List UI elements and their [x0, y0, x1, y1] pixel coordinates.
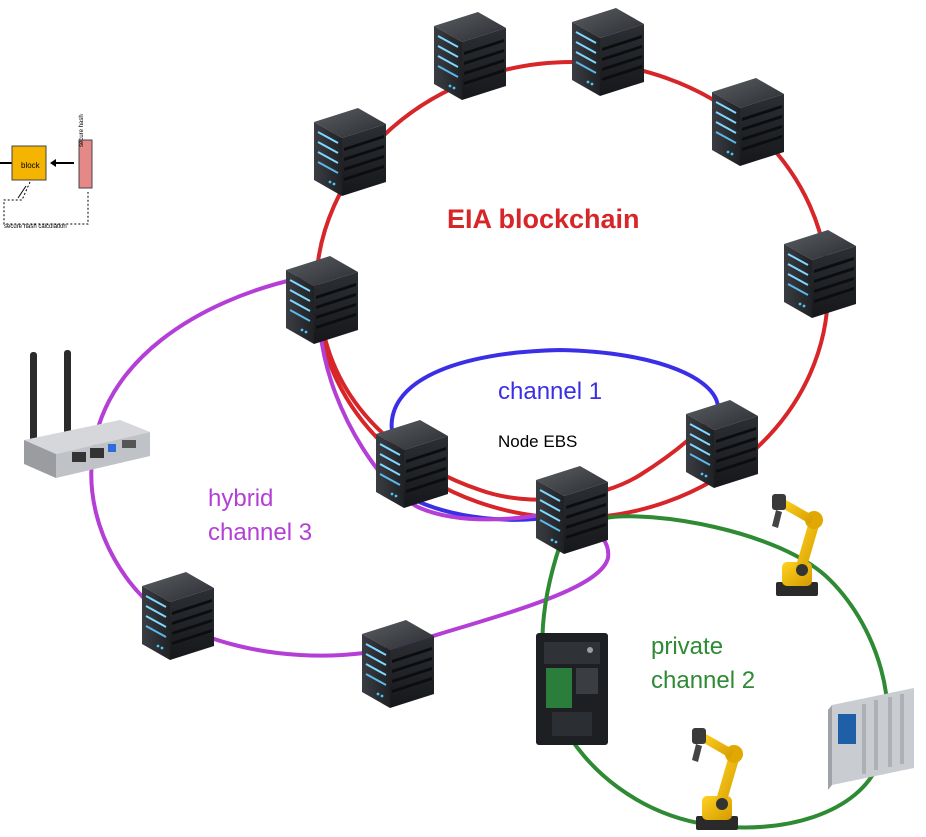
- block-box: [11, 145, 47, 181]
- blockchain-ring-inner: [320, 324, 722, 502]
- server-icon[interactable]: [711, 77, 785, 167]
- private-channel-label: private channel 2: [651, 633, 756, 694]
- server-icon[interactable]: [375, 419, 449, 509]
- server-icon[interactable]: [535, 465, 609, 555]
- server-icon[interactable]: [313, 107, 387, 197]
- server-icon[interactable]: [685, 399, 759, 489]
- blockchain-label: EIA blockchain: [447, 204, 640, 234]
- channel1-label: channel 1: [498, 378, 603, 405]
- channel1-ring-top: [389, 347, 721, 439]
- server-icon[interactable]: [141, 571, 215, 661]
- iot-gateway-icon[interactable]: [24, 350, 150, 478]
- hybrid-channel-label: hybrid channel 3: [208, 485, 313, 546]
- industrial-robot-icon[interactable]: [772, 494, 823, 596]
- drive-controller-icon[interactable]: [536, 633, 608, 745]
- server-icon[interactable]: [361, 619, 435, 709]
- server-icon[interactable]: [433, 11, 507, 101]
- node-ebs-label: Node EBS: [498, 432, 578, 451]
- inset-block-label: block: [21, 161, 40, 170]
- inset-hash-label: secure hash: [79, 114, 85, 147]
- server-icon[interactable]: [783, 229, 857, 319]
- server-icon[interactable]: [285, 255, 359, 345]
- industrial-robot-icon[interactable]: [692, 728, 743, 830]
- plc-controller-icon[interactable]: [828, 688, 914, 790]
- hash-inset: [0, 139, 93, 225]
- server-icon[interactable]: [571, 7, 645, 97]
- inset-caption: secure hash calculation: [4, 224, 67, 230]
- hash-box: [78, 139, 93, 189]
